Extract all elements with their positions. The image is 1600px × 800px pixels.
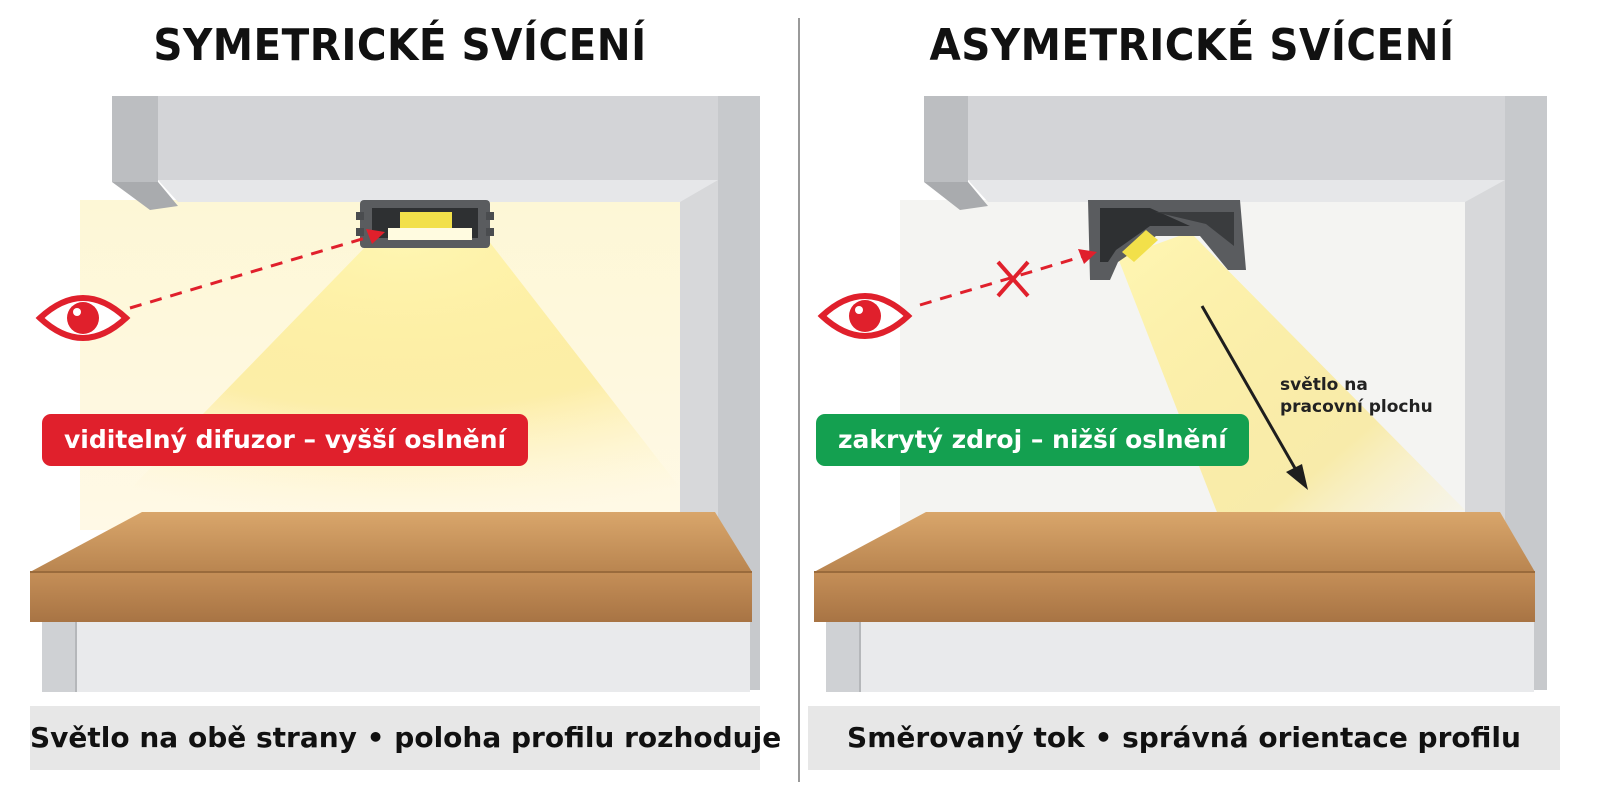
left-panel: SYMETRICKÉ SVÍCENÍ viditelný difuzor – v… — [30, 20, 782, 770]
left-illustration — [30, 96, 760, 692]
cabinet-side — [112, 96, 158, 182]
countertop-front — [814, 572, 1535, 622]
upper-cabinet — [158, 96, 718, 180]
lower-cabinet — [42, 622, 750, 692]
right-panel: ASYMETRICKÉ SVÍCENÍ zakrytý zdroj – nižš… — [800, 0, 1600, 800]
panel-divider — [798, 18, 800, 782]
right-title: ASYMETRICKÉ SVÍCENÍ — [929, 20, 1455, 71]
lower-cabinet — [826, 622, 1534, 692]
left-caption-bar: Světlo na obě strany • poloha profilu ro… — [30, 706, 782, 770]
right-badge: zakrytý zdroj – nižší oslnění — [816, 414, 1249, 466]
countertop-top — [814, 512, 1535, 572]
upper-cabinet — [968, 96, 1505, 180]
right-caption: Směrovaný tok • správná orientace profil… — [847, 721, 1521, 754]
led-profile — [1088, 200, 1246, 280]
arrow-icon — [1286, 464, 1308, 490]
right-illustration — [814, 96, 1547, 692]
left-title: SYMETRICKÉ SVÍCENÍ — [153, 20, 647, 71]
right-caption-bar: Směrovaný tok • správná orientace profil… — [808, 706, 1560, 770]
countertop-front — [30, 572, 752, 622]
arrow-icon — [366, 229, 385, 244]
eye-icon — [35, 295, 131, 341]
sight-line — [129, 234, 373, 310]
arrow-icon — [1078, 249, 1097, 264]
sight-line — [919, 254, 1085, 307]
direction-arrow — [1200, 305, 1298, 471]
annotation-line-2: pracovní plochu — [1280, 397, 1433, 417]
cabinet-side — [924, 96, 968, 182]
annotation-line-1: světlo na — [1280, 375, 1368, 395]
eye-icon — [817, 293, 913, 339]
led-profile — [356, 200, 494, 248]
countertop-top — [30, 512, 752, 572]
left-caption: Světlo na obě strany • poloha profilu ro… — [30, 721, 782, 754]
left-badge: viditelný difuzor – vyšší oslnění — [42, 414, 529, 466]
light-annotation: světlo na pracovní plochu — [1280, 374, 1433, 418]
side-panel — [1465, 176, 1505, 535]
cross-icon — [996, 260, 1030, 298]
side-panel — [680, 176, 718, 535]
